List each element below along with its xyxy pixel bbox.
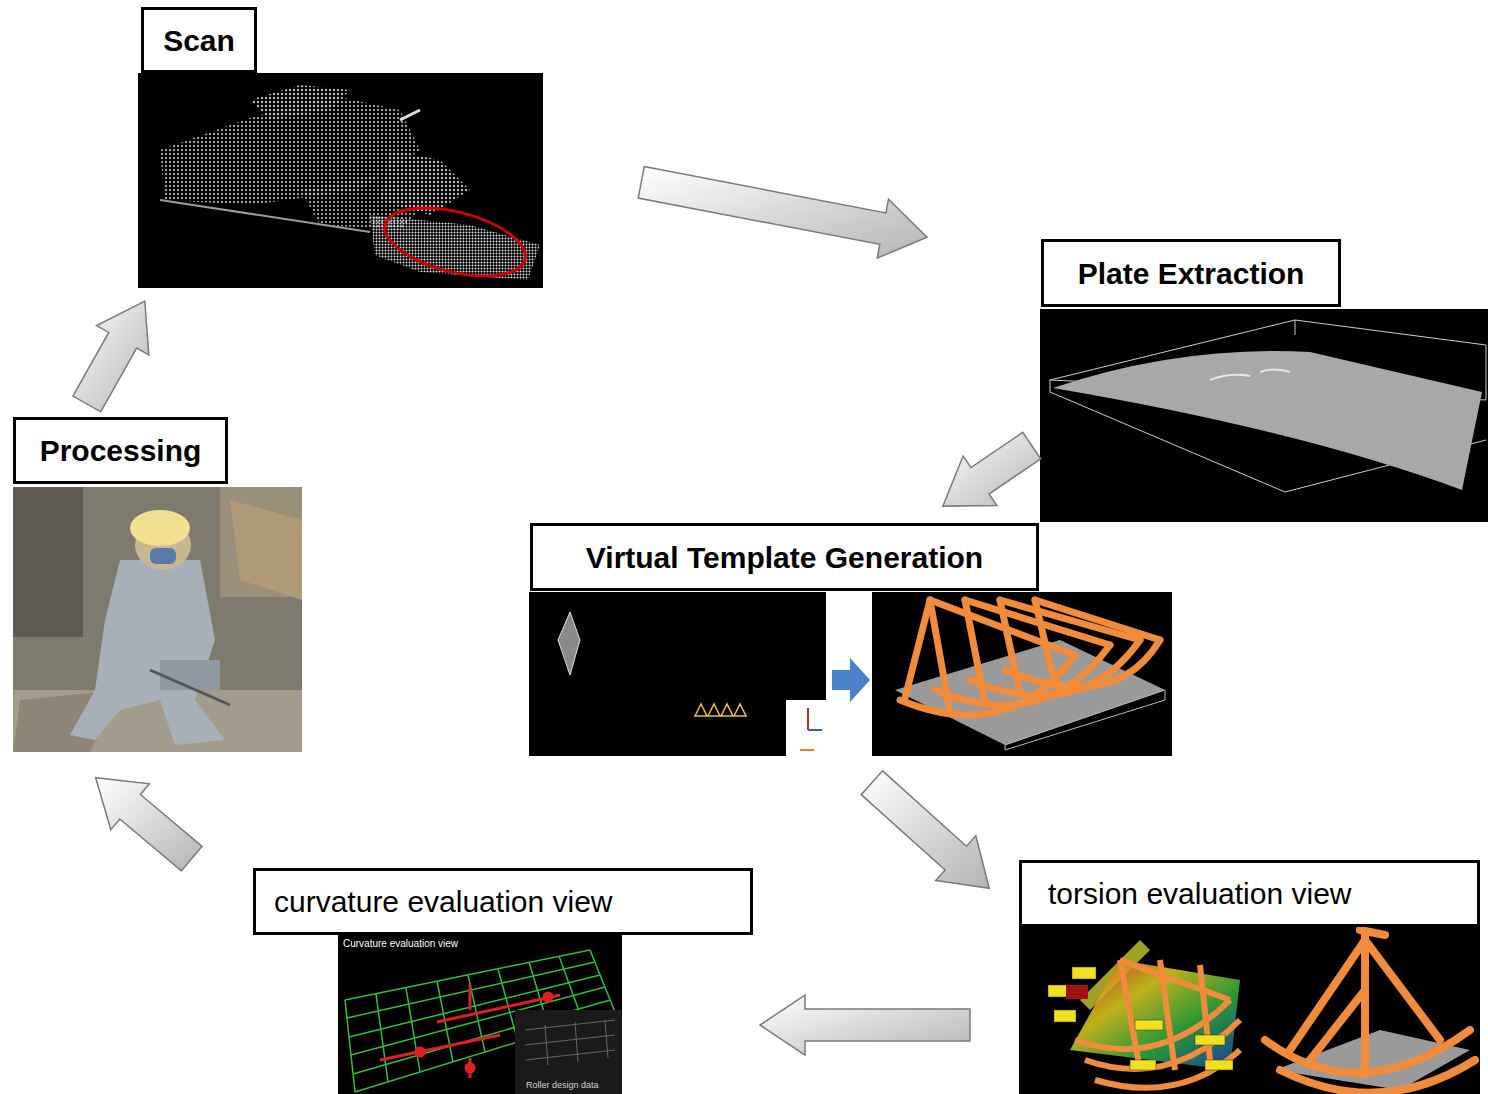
step-heading-box: torsion evaluation view: [1019, 860, 1480, 927]
step-title: Virtual Template Generation: [586, 541, 983, 574]
step-box: Processing: [13, 417, 302, 752]
step-box: Plate Extraction: [1040, 239, 1488, 522]
step-box: Virtual Template Generation: [529, 523, 1172, 756]
step-heading-box: Scan: [141, 7, 257, 73]
block-arrow: [96, 778, 202, 871]
worker-photo: [13, 487, 302, 752]
step-heading-box: Virtual Template Generation: [530, 523, 1039, 591]
step-box: Scan: [138, 5, 543, 288]
template-image: [529, 592, 1172, 756]
step-title: Scan: [163, 24, 235, 57]
step-heading-box: curvature evaluation view: [253, 868, 753, 935]
step-title: Plate Extraction: [1078, 257, 1305, 290]
step-box: torsion evaluation view: [1019, 860, 1480, 1094]
torsion-image: [1019, 927, 1480, 1094]
curvature-image: [338, 935, 622, 1094]
block-arrow: [638, 167, 927, 259]
step-heading-box: Plate Extraction: [1041, 239, 1341, 307]
step-box: curvature evaluation view: [253, 868, 753, 1094]
block-arrow: [73, 301, 149, 412]
step-title: Processing: [40, 434, 202, 467]
step-title: curvature evaluation view: [274, 885, 613, 918]
step-heading-box: Processing: [13, 417, 228, 484]
block-arrow: [861, 771, 989, 888]
step-title: torsion evaluation view: [1048, 877, 1352, 910]
plate-image: [1040, 309, 1488, 522]
block-arrow: [760, 995, 970, 1055]
block-arrow: [943, 432, 1041, 506]
screen-caption: Roller design data: [526, 1081, 599, 1091]
screen-caption: Curvature evaluation view: [343, 938, 458, 949]
scan-image: [138, 73, 543, 289]
